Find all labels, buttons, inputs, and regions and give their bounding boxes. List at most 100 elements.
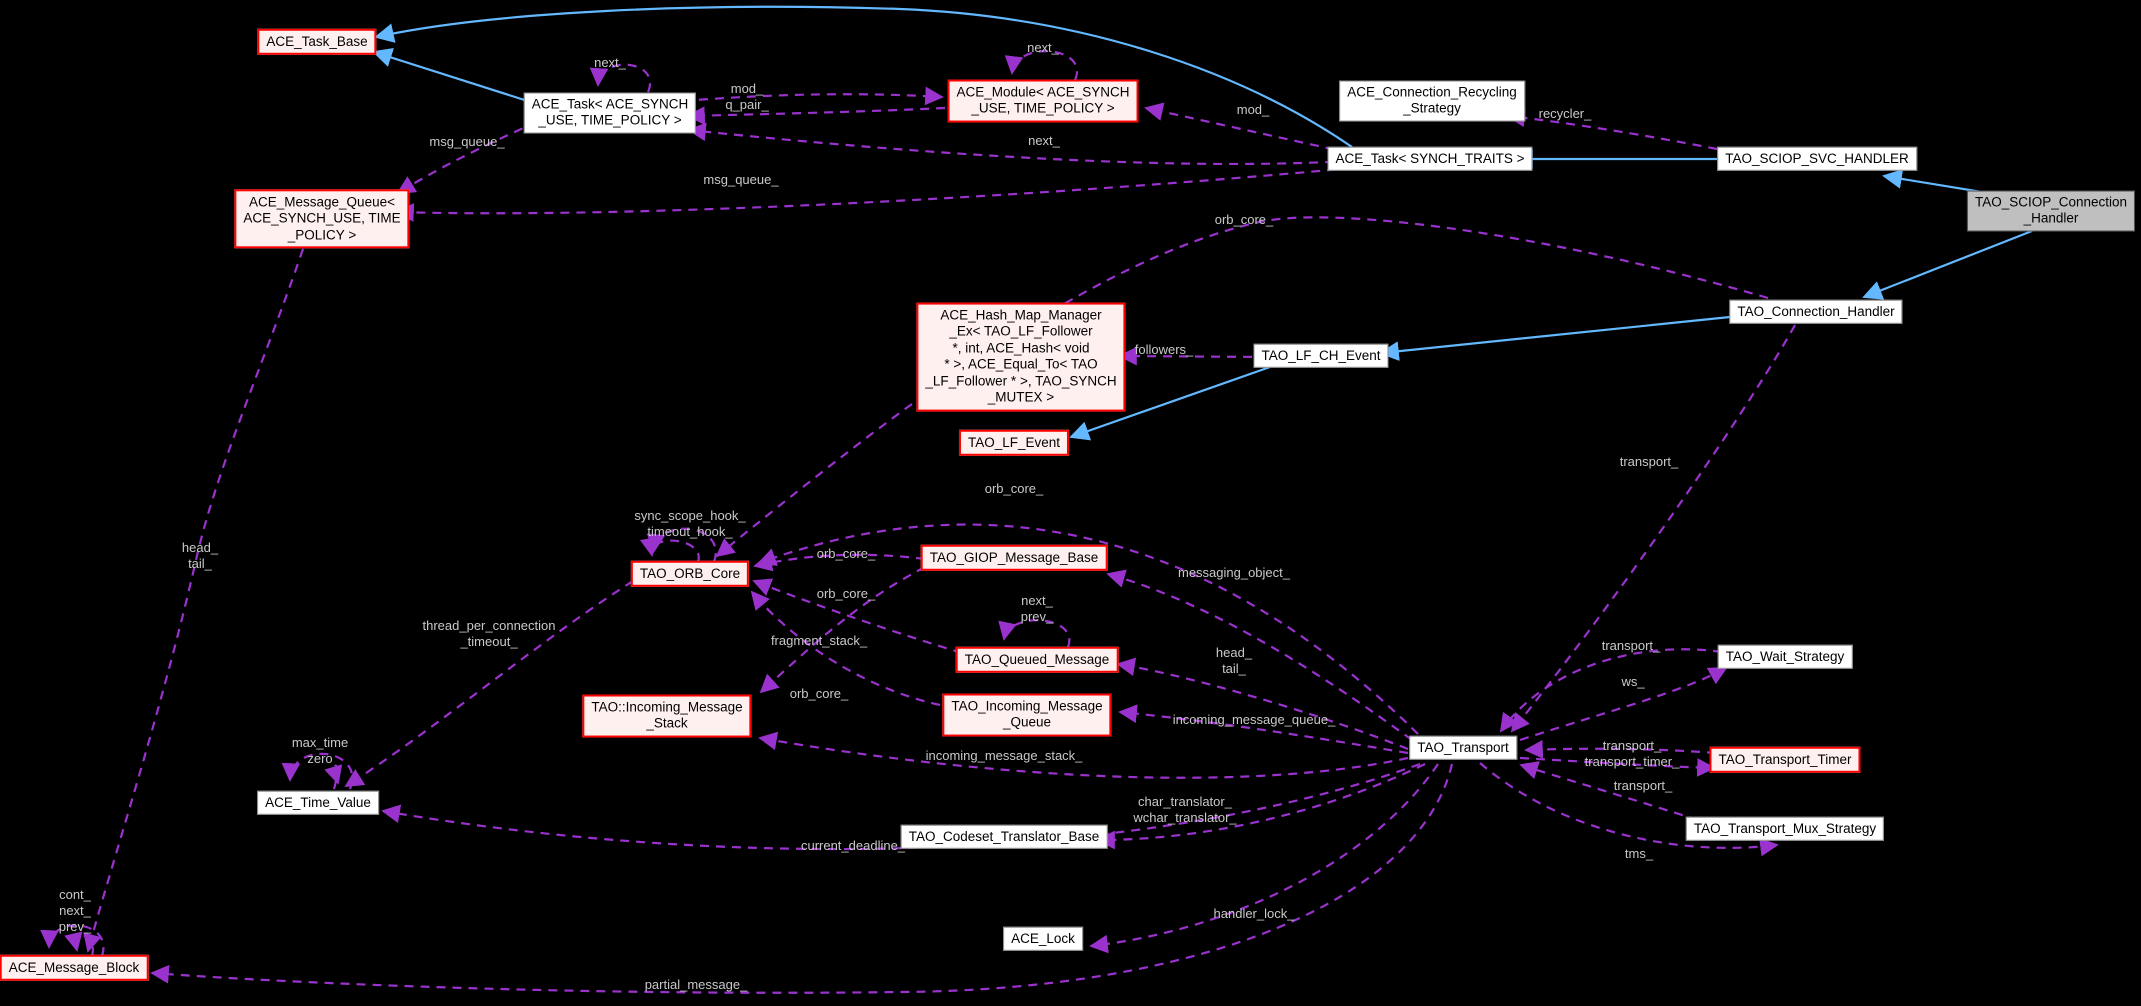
node-label: TAO_Codeset_Translator_Base [908, 828, 1100, 844]
edge-mod-task-to-module [682, 86, 944, 106]
node-label: * >, ACE_Equal_To< TAO [944, 357, 1098, 372]
edge-label-next-task: next_ [594, 55, 626, 71]
node-tao-orb-core[interactable]: TAO_ORB_Core [630, 560, 750, 588]
node-ace-task-base[interactable]: ACE_Task_Base [257, 28, 377, 56]
edge-label-incoming-message-queue: incoming_message_queue_ [1172, 712, 1336, 728]
node-label: ACE_Message_Block [8, 959, 140, 975]
edge-maxtime-self-timevalue-2 [324, 764, 343, 790]
node-label: ACE_Task< ACE_SYNCH [531, 96, 689, 112]
node-tao-lf-ch-event[interactable]: TAO_LF_CH_Event [1253, 343, 1389, 369]
edge-label-msg-queue-1: msg_queue_ [429, 134, 505, 150]
node-ace-time-value[interactable]: ACE_Time_Value [257, 790, 379, 816]
node-ace-message-queue[interactable]: ACE_Message_Queue<ACE_SYNCH_USE, TIME_PO… [234, 189, 410, 249]
edge-incoming-queue [1118, 704, 1409, 755]
node-tao-transport-timer[interactable]: TAO_Transport_Timer [1709, 746, 1861, 774]
node-label: TAO_GIOP_Message_Base [929, 549, 1099, 565]
edge-label-current-deadline: current_deadline_ [800, 838, 906, 854]
edge-handler-lock [1089, 763, 1439, 954]
edge-label-next-mid: next_ [1028, 133, 1060, 149]
edge-inherit-tasktraits-to-taskbase [374, 5, 1353, 148]
node-label: _USE, TIME_POLICY > [538, 113, 682, 128]
node-label: TAO_Queued_Message [964, 651, 1110, 667]
node-label: ACE_Time_Value [265, 794, 371, 810]
node-tao-codeset-translator-base[interactable]: TAO_Codeset_Translator_Base [900, 824, 1108, 850]
edge-incoming-stack [758, 731, 1409, 779]
node-tao-transport[interactable]: TAO_Transport [1409, 735, 1517, 761]
edge-maxtime-self-timevalue-1 [281, 752, 354, 790]
node-tao-sciop-svc-handler[interactable]: TAO_SCIOP_SVC_HANDLER [1717, 146, 1917, 172]
node-tao-sciop-connection-handler[interactable]: TAO_SCIOP_Connection_Handler [1966, 190, 2136, 232]
edge-label-mod-right: mod_ [1236, 102, 1270, 118]
edge-label-orb-core-giop: orb_core_ [816, 546, 876, 562]
edge-transport-timer-a [1524, 740, 1717, 759]
edge-partial-message [150, 763, 1454, 994]
edge-next-tasktraits-to-task [687, 122, 1351, 166]
edge-label-partial-message: partial_message_ [644, 977, 748, 993]
edge-transport-wait [1499, 648, 1723, 733]
edge-orbcore-queued [752, 578, 963, 655]
node-tao-incoming-message-stack[interactable]: TAO::Incoming_Message_Stack [582, 694, 752, 738]
edge-contnextprev-self-block-2 [64, 931, 94, 957]
edge-label-incoming-message-stack: incoming_message_stack_ [925, 748, 1083, 764]
node-label: _MUTEX > [987, 389, 1055, 405]
edge-label-handler-lock: handler_lock_ [1213, 906, 1295, 922]
edge-label-orb-core-incq: orb_core_ [789, 686, 849, 702]
node-label: ACE_Module< ACE_SYNCH [956, 84, 1130, 100]
node-label: *, int, ACE_Hash< void [952, 340, 1090, 356]
node-label: TAO_Incoming_Message [951, 698, 1103, 714]
node-label: TAO_Transport_Mux_Strategy [1693, 820, 1877, 836]
node-label: ACE_Connection_Recycling [1347, 84, 1517, 100]
edge-label-transport-ch: transport_ [1619, 454, 1679, 470]
node-label: _POLICY > [287, 227, 357, 243]
node-tao-giop-message-base[interactable]: TAO_GIOP_Message_Base [920, 544, 1108, 572]
edge-hooks-self-orbcore-2 [639, 536, 700, 563]
node-label: _Strategy [1403, 101, 1461, 116]
node-tao-incoming-message-queue[interactable]: TAO_Incoming_Message_Queue [942, 693, 1112, 737]
edge-label-head-tail-queue: head_tail_ [181, 540, 219, 571]
node-tao-connection-handler[interactable]: TAO_Connection_Handler [1729, 299, 1903, 325]
edge-tms [1479, 762, 1779, 857]
edge-label-followers: followers_ [1134, 342, 1194, 358]
edge-label-cont-next-prev: cont_next_prev_ [58, 887, 92, 934]
node-tao-queued-message[interactable]: TAO_Queued_Message [955, 646, 1119, 674]
edge-inherit-sciopconn-to-connhandler [1862, 229, 2033, 300]
edge-label-orb-core-queued: orb_core_ [816, 586, 876, 602]
node-ace-task-synch[interactable]: ACE_Task< ACE_SYNCH_USE, TIME_POLICY > [523, 92, 697, 134]
edge-orbcore-incqueue [750, 590, 941, 707]
node-ace-message-block[interactable]: ACE_Message_Block [0, 954, 149, 982]
edge-inherit-sciopconn-to-sciopsvc [1882, 169, 1989, 195]
edge-label-recycler: recycler_ [1538, 106, 1592, 122]
node-tao-wait-strategy[interactable]: TAO_Wait_Strategy [1717, 644, 1853, 670]
node-ace-module[interactable]: ACE_Module< ACE_SYNCH_USE, TIME_POLICY > [947, 79, 1139, 123]
node-label: _Ex< TAO_LF_Follower [949, 324, 1093, 340]
node-ace-task-synch-traits[interactable]: ACE_Task< SYNCH_TRAITS > [1327, 146, 1533, 172]
edge-orbcore-connhandler [715, 216, 1769, 558]
node-label: TAO_LF_CH_Event [1261, 347, 1381, 363]
edge-label-next-prev: next_prev_ [1020, 593, 1054, 624]
node-ace-hash-map-manager-ex[interactable]: ACE_Hash_Map_Manager_Ex< TAO_LF_Follower… [916, 302, 1126, 412]
edge-label-char-wchar: char_translator_wchar_translator_ [1133, 794, 1237, 825]
node-label: TAO_LF_Event [967, 434, 1061, 450]
edge-label-next-module: next_ [1027, 40, 1059, 56]
node-label: ACE_SYNCH_USE, TIME [243, 210, 401, 226]
edge-thread-per-connection [344, 580, 634, 787]
node-label: ACE_Task< SYNCH_TRAITS > [1335, 150, 1525, 166]
edge-label-messaging-object: messaging_object_ [1177, 565, 1291, 581]
edge-msgqueue-task [396, 120, 538, 194]
node-ace-lock[interactable]: ACE_Lock [1003, 926, 1083, 952]
node-label: ACE_Lock [1011, 930, 1075, 946]
edge-label-thread-per-connection: thread_per_connection_timeout_ [422, 618, 556, 649]
edge-mod-tasktraits-to-module [1144, 102, 1351, 155]
edge-nextprev-self-queued [998, 619, 1071, 648]
node-ace-connection-recycling-strategy[interactable]: ACE_Connection_Recycling_Strategy [1339, 80, 1525, 122]
edge-label-transport-mux: transport_ [1613, 778, 1673, 794]
edge-fragment-stack [759, 566, 926, 694]
node-tao-lf-event[interactable]: TAO_LF_Event [958, 429, 1070, 457]
node-tao-transport-mux-strategy[interactable]: TAO_Transport_Mux_Strategy [1685, 816, 1885, 842]
node-label: TAO_Connection_Handler [1737, 303, 1895, 319]
edge-transport-connhandler [1510, 324, 1796, 733]
node-label: _LF_Follower * >, TAO_SYNCH [925, 373, 1117, 389]
